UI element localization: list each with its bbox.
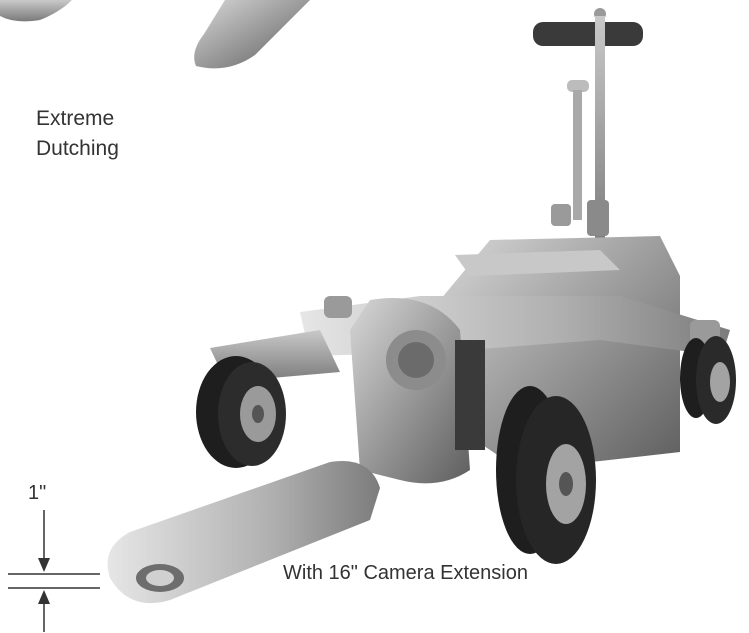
dimension-marker [8, 510, 100, 632]
extreme-dutching-caption: Extreme Dutching [36, 104, 176, 164]
dolly-chassis [107, 236, 730, 604]
caption-line-2: Dutching [36, 137, 119, 160]
caption-line-1: Extreme [36, 107, 115, 130]
dimension-label: 1" [28, 482, 47, 504]
camera-extension-caption: With 16" Camera Extension [283, 562, 528, 584]
cropped-photo-fragment [0, 0, 310, 69]
wheel-left [196, 356, 286, 468]
wheel-front [496, 386, 596, 564]
wheel-right [680, 336, 736, 424]
steering-handle [533, 8, 643, 252]
